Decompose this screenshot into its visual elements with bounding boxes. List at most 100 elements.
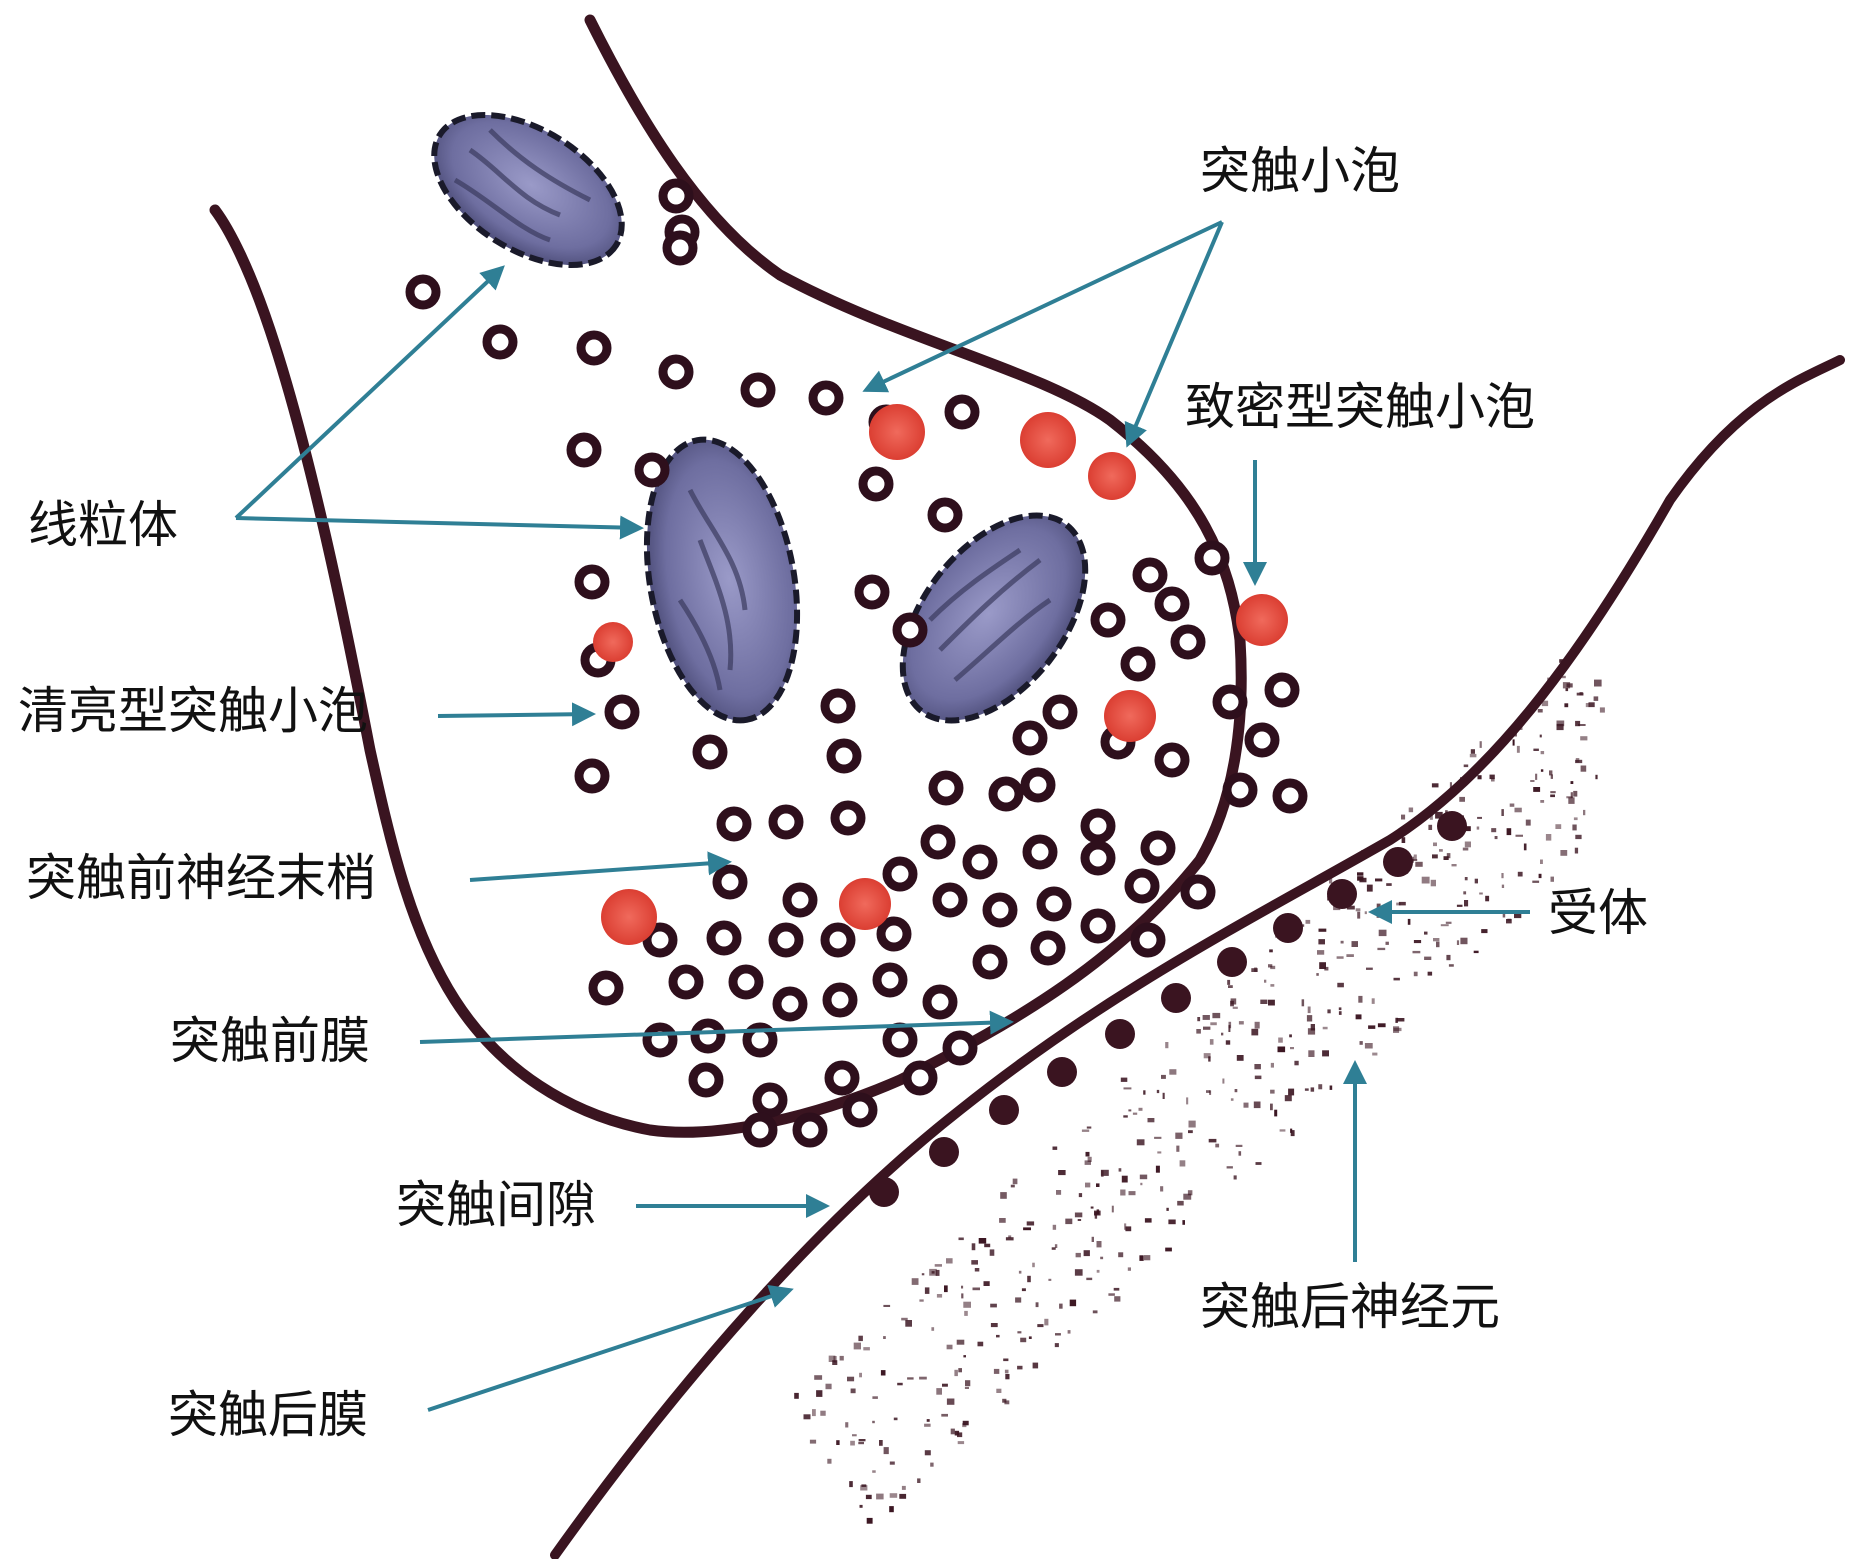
density-speck xyxy=(1586,703,1590,707)
density-speck xyxy=(1319,929,1327,932)
density-speck xyxy=(951,1429,955,1435)
clear-vesicle xyxy=(932,502,958,528)
density-speck xyxy=(1580,692,1583,696)
density-speck xyxy=(1459,797,1465,802)
density-speck xyxy=(1289,1034,1292,1037)
clear-vesicle xyxy=(647,1027,673,1053)
density-speck xyxy=(1386,883,1392,886)
density-speck xyxy=(925,1450,931,1455)
label-receptor: 受体 xyxy=(1548,884,1648,942)
density-speck xyxy=(872,1396,878,1399)
density-speck xyxy=(1160,1186,1163,1191)
receptor xyxy=(869,1177,899,1207)
density-speck xyxy=(1474,951,1479,953)
density-speck xyxy=(924,1424,931,1427)
clear-vesicle xyxy=(1269,677,1295,703)
density-speck xyxy=(1203,1015,1210,1020)
density-speck xyxy=(1189,1121,1196,1128)
density-speck xyxy=(1222,1079,1224,1084)
density-speck xyxy=(1123,1115,1128,1117)
dense-core-vesicle xyxy=(1236,594,1288,646)
clear-vesicle xyxy=(1129,873,1155,899)
density-speck xyxy=(1017,1331,1021,1333)
density-speck xyxy=(1255,1022,1260,1029)
receptor xyxy=(1273,913,1303,943)
density-speck xyxy=(1415,862,1422,867)
density-speck xyxy=(884,1447,889,1454)
density-speck xyxy=(1204,1053,1211,1058)
density-speck xyxy=(1270,1104,1273,1111)
clear-vesicle xyxy=(863,471,889,497)
density-speck xyxy=(946,1258,953,1263)
density-speck xyxy=(1431,880,1436,887)
clear-vesicle xyxy=(1017,725,1043,751)
density-speck xyxy=(1341,941,1344,944)
density-speck xyxy=(1311,1024,1315,1031)
density-speck xyxy=(1517,746,1520,753)
density-speck xyxy=(1114,1296,1120,1301)
density-speck xyxy=(1471,749,1475,754)
density-speck xyxy=(1091,1207,1094,1209)
density-speck xyxy=(1566,688,1569,691)
density-speck xyxy=(1212,1013,1220,1018)
density-speck xyxy=(1140,1183,1142,1185)
density-speck xyxy=(1140,1175,1147,1180)
density-speck xyxy=(1365,1043,1373,1049)
density-speck xyxy=(963,1302,971,1308)
density-speck xyxy=(1053,1225,1056,1230)
density-speck xyxy=(1337,956,1344,959)
density-speck xyxy=(1311,1087,1315,1091)
label-mitochondria: 线粒体 xyxy=(28,496,178,554)
density-speck xyxy=(1575,848,1578,854)
arrow-postsynaptic-membrane xyxy=(428,1290,790,1410)
density-speck xyxy=(1145,1218,1152,1222)
density-speck xyxy=(1318,1084,1322,1089)
clear-vesicle xyxy=(639,457,665,483)
clear-vesicle xyxy=(1175,629,1201,655)
density-speck xyxy=(1475,879,1478,884)
density-speck xyxy=(1446,955,1450,960)
density-speck xyxy=(1436,942,1440,948)
density-speck xyxy=(1477,827,1480,830)
density-speck xyxy=(984,1281,990,1286)
density-speck xyxy=(957,1340,965,1345)
clear-vesicle xyxy=(1095,607,1121,633)
density-speck xyxy=(1600,707,1605,712)
clear-vesicle xyxy=(933,775,959,801)
density-speck xyxy=(1397,1018,1404,1022)
clear-vesicle xyxy=(1277,783,1303,809)
arrow-vesicle-a xyxy=(866,222,1222,390)
density-speck xyxy=(1449,964,1454,967)
label-synaptic-vesicle: 突触小泡 xyxy=(1200,142,1400,200)
density-speck xyxy=(794,1393,799,1399)
density-speck xyxy=(1409,808,1413,813)
clear-vesicle xyxy=(1185,879,1211,905)
density-speck xyxy=(859,1439,866,1441)
density-speck xyxy=(1215,1144,1219,1148)
density-speck xyxy=(1227,1166,1233,1168)
density-speck xyxy=(1367,885,1373,892)
density-speck xyxy=(1413,951,1421,953)
clear-vesicle xyxy=(487,329,513,355)
density-speck xyxy=(1357,912,1360,919)
density-speck xyxy=(984,1244,990,1248)
density-speck xyxy=(1573,791,1577,797)
density-speck xyxy=(1233,1007,1238,1009)
density-speck xyxy=(847,1377,854,1382)
density-speck xyxy=(1318,939,1325,944)
density-speck xyxy=(849,1481,853,1487)
density-speck xyxy=(1306,920,1311,924)
density-speck xyxy=(1394,978,1400,981)
receptor xyxy=(1383,847,1413,877)
density-speck xyxy=(1182,1220,1185,1225)
density-speck xyxy=(922,1273,925,1275)
density-speck xyxy=(927,1419,930,1422)
density-speck xyxy=(1020,1338,1026,1343)
density-speck xyxy=(1114,1288,1120,1291)
density-speck xyxy=(810,1440,816,1444)
label-dense-vesicle: 致密型突触小泡 xyxy=(1185,378,1535,436)
density-speck xyxy=(1580,736,1587,740)
density-speck xyxy=(1221,1033,1223,1036)
density-speck xyxy=(1075,1269,1083,1276)
density-speck xyxy=(1501,873,1503,878)
